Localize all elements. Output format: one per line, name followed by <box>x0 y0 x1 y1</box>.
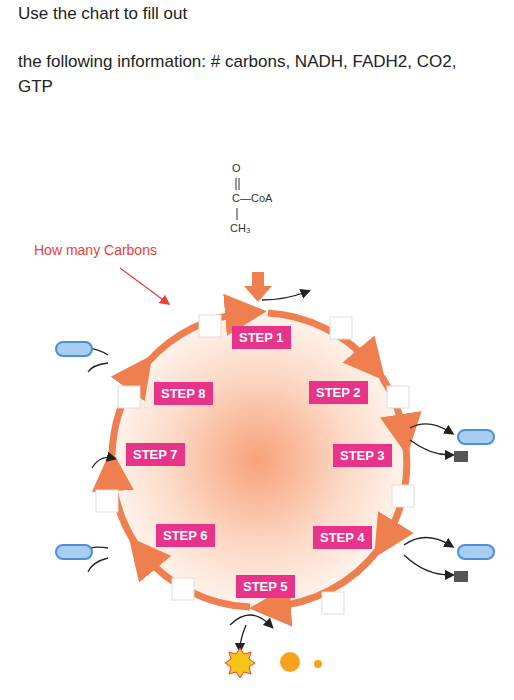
step-label: STEP 7 <box>133 447 178 462</box>
step-label: STEP 5 <box>243 579 288 594</box>
step-label: STEP 8 <box>161 386 206 401</box>
step-box: STEP 2 <box>309 381 368 404</box>
step-box: STEP 7 <box>126 443 185 466</box>
step-box: STEP 3 <box>333 444 392 467</box>
step-box: STEP 4 <box>313 526 372 549</box>
step-label: STEP 6 <box>163 528 208 543</box>
step-box: STEP 5 <box>236 575 295 598</box>
step-label: STEP 3 <box>340 448 385 463</box>
step-box: STEP 6 <box>156 524 215 547</box>
title-text: Use the chart to fill out <box>18 4 187 24</box>
atom-label: C—CoA <box>232 192 272 204</box>
callout-text: How many Carbons <box>34 242 157 258</box>
step-label: STEP 4 <box>320 530 365 545</box>
atom-label: O <box>232 162 241 174</box>
instruction-text: the following information: # carbons, NA… <box>18 50 458 99</box>
step-label: STEP 1 <box>239 330 284 345</box>
atom-label: CH₃ <box>230 222 250 234</box>
step-box: STEP 8 <box>154 382 213 405</box>
step-box: STEP 1 <box>232 326 291 349</box>
step-label: STEP 2 <box>316 385 361 400</box>
